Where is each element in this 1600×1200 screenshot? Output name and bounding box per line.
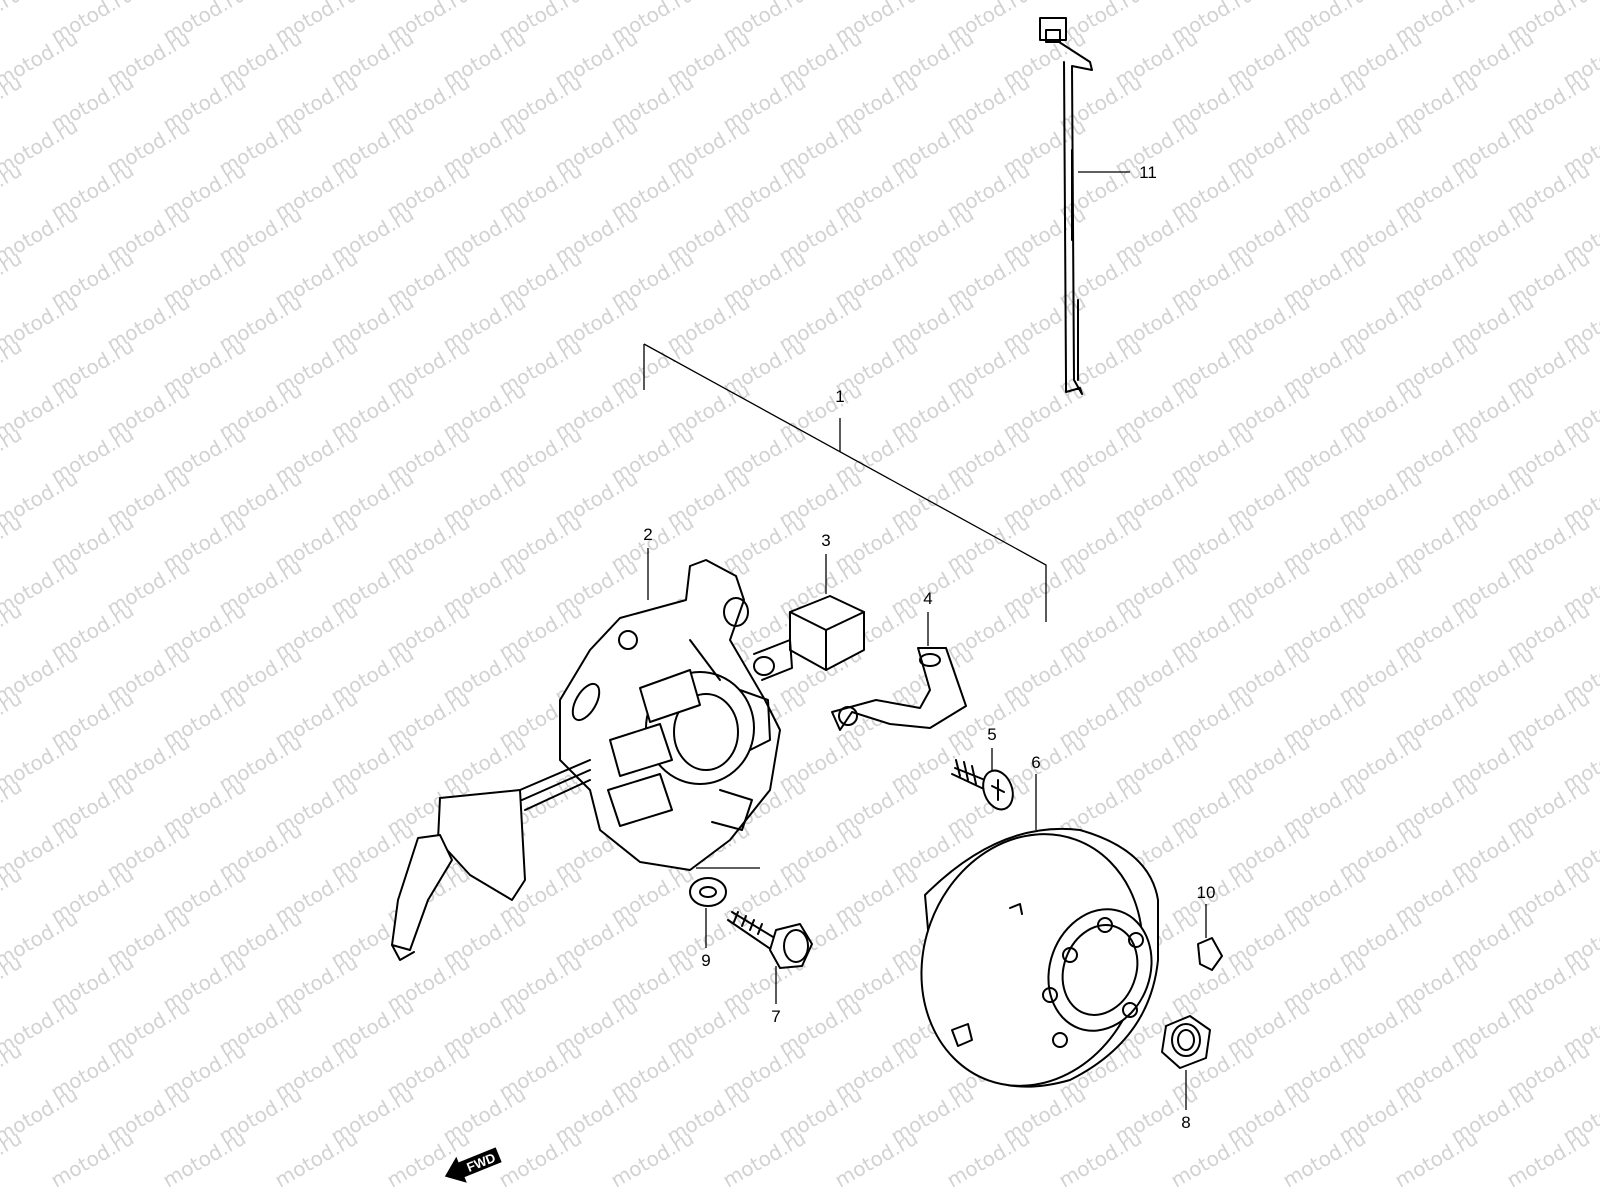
leader-lines bbox=[647, 171, 1207, 1110]
watermark-text: motod.ru bbox=[271, 1126, 362, 1193]
watermark-text: motod.ru bbox=[1055, 1126, 1146, 1193]
watermark-text: motod.ru bbox=[719, 1126, 810, 1193]
woodruff-key-part bbox=[1197, 937, 1223, 971]
callout-10: 10 bbox=[1197, 883, 1216, 902]
callout-1: 1 bbox=[835, 387, 844, 406]
callout-11: 11 bbox=[1139, 163, 1157, 182]
callout-labels: 11 1 2 3 4 5 6 10 9 7 8 bbox=[643, 163, 1215, 1132]
bolt-part bbox=[727, 911, 813, 969]
callout-3: 3 bbox=[821, 531, 830, 550]
pulser-coil-part bbox=[753, 595, 865, 681]
watermark-text: motod.ru bbox=[1503, 1126, 1594, 1193]
watermark-text: motod.ru bbox=[1279, 1126, 1370, 1193]
watermark-text: motod.ru bbox=[0, 0, 26, 48]
flywheel-rotor-part bbox=[920, 827, 1159, 1088]
cable-tie-part bbox=[1039, 17, 1093, 395]
watermark-text: motod.ru bbox=[495, 1126, 586, 1193]
watermark-text: motod.ru bbox=[607, 1126, 698, 1193]
callout-9: 9 bbox=[701, 951, 710, 970]
watermark-text: motod.ru bbox=[943, 1126, 1034, 1193]
watermark-text: motod.ru bbox=[1167, 1126, 1258, 1193]
callout-4: 4 bbox=[923, 589, 932, 608]
watermark-text: motod.ru bbox=[47, 1126, 138, 1193]
callout-5: 5 bbox=[987, 725, 996, 744]
fwd-label: FWD bbox=[465, 1150, 498, 1175]
callout-8: 8 bbox=[1181, 1113, 1190, 1132]
watermark-text: motod.ru bbox=[383, 1126, 474, 1193]
watermark-text: motod.ru bbox=[831, 1126, 922, 1193]
callout-2: 2 bbox=[643, 525, 652, 544]
callout-6: 6 bbox=[1031, 753, 1040, 772]
washer-part bbox=[689, 877, 727, 907]
watermark-text: motod.ru bbox=[1391, 1126, 1482, 1193]
stator-assembly-part bbox=[391, 559, 781, 961]
assembly-bracket bbox=[643, 343, 1047, 622]
mounting-bracket-part bbox=[831, 647, 967, 731]
nut-part bbox=[1161, 1015, 1211, 1069]
callout-7: 7 bbox=[771, 1007, 780, 1026]
screw-part bbox=[951, 759, 1014, 811]
watermark-text: motod.ru bbox=[159, 1126, 250, 1193]
